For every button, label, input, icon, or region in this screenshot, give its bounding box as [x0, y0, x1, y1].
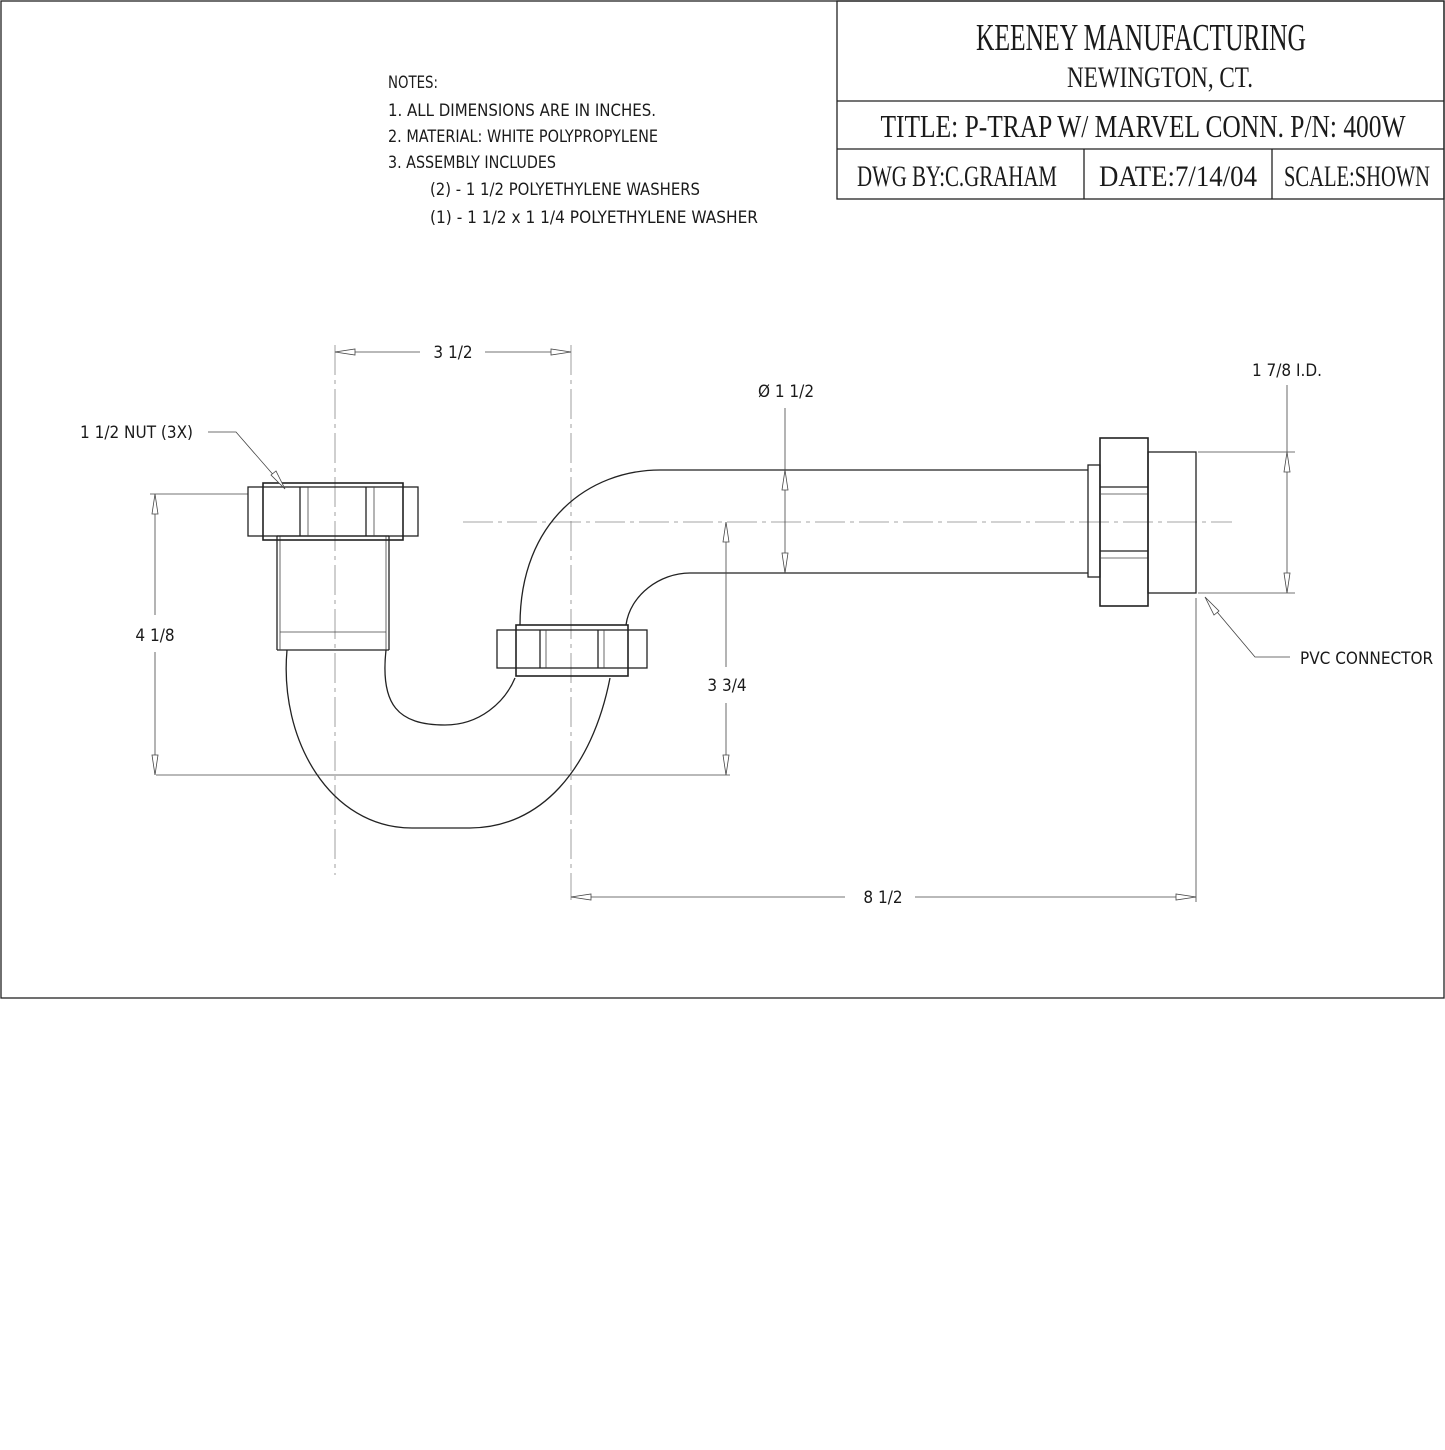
drawing-date: DATE:7/14/04 — [1099, 160, 1257, 193]
note-3a: (2) - 1 1/2 POLYETHYLENE WASHERS — [430, 180, 700, 200]
drawn-by: DWG BY:C.GRAHAM — [857, 160, 1057, 193]
right-nut-and-connector — [1087, 437, 1197, 607]
drawing-scale: SCALE:SHOWN — [1284, 160, 1430, 193]
u-bend — [285, 649, 611, 829]
company-location: NEWINGTON, CT. — [1067, 61, 1253, 94]
notes-heading: NOTES: — [388, 73, 438, 93]
dim-label-id: 1 7/8 I.D. — [1252, 361, 1322, 381]
dim-label-overall-length: 8 1/2 — [863, 888, 902, 908]
drawing-title: TITLE: P-TRAP W/ MARVEL CONN. P/N: 400W — [881, 108, 1407, 144]
top-nut — [247, 482, 419, 541]
callout-connector-label: PVC CONNECTOR — [1300, 649, 1434, 669]
dim-overall-length: 8 1/2 — [570, 888, 1197, 908]
dim-label-top-width: 3 1/2 — [433, 343, 472, 363]
dim-height-left: 4 1/8 — [135, 493, 175, 776]
construction-lines — [150, 345, 1295, 902]
callout-nut-label: 1 1/2 NUT (3X) — [80, 423, 193, 443]
note-3b: (1) - 1 1/2 x 1 1/4 POLYETHYLENE WASHER — [430, 208, 758, 228]
callout-nut: 1 1/2 NUT (3X) — [80, 423, 286, 490]
dim-label-diameter: Ø 1 1/2 — [758, 382, 814, 402]
note-2: 2. MATERIAL: WHITE POLYPROPYLENE — [388, 127, 658, 147]
middle-nut — [496, 624, 648, 677]
dim-diameter: Ø 1 1/2 — [758, 382, 814, 574]
callout-connector: PVC CONNECTOR — [1204, 596, 1434, 669]
drawing-border — [0, 0, 1445, 999]
dim-label-height-left: 4 1/8 — [135, 626, 174, 646]
dim-inner-diameter: 1 7/8 I.D. — [1252, 361, 1322, 594]
inlet-tube — [276, 535, 390, 651]
title-block: KEENEY MANUFACTURING NEWINGTON, CT. TITL… — [836, 0, 1445, 200]
dim-label-height-right: 3 3/4 — [707, 676, 746, 696]
note-1: 1. ALL DIMENSIONS ARE IN INCHES. — [388, 101, 656, 121]
company-name: KEENEY MANUFACTURING — [976, 17, 1306, 59]
trap-arm — [519, 469, 1088, 626]
dim-top-width: 3 1/2 — [334, 343, 572, 363]
notes-block: NOTES: 1. ALL DIMENSIONS ARE IN INCHES. … — [388, 73, 758, 228]
dim-height-right: 3 3/4 — [707, 521, 747, 776]
note-3: 3. ASSEMBLY INCLUDES — [388, 153, 556, 173]
